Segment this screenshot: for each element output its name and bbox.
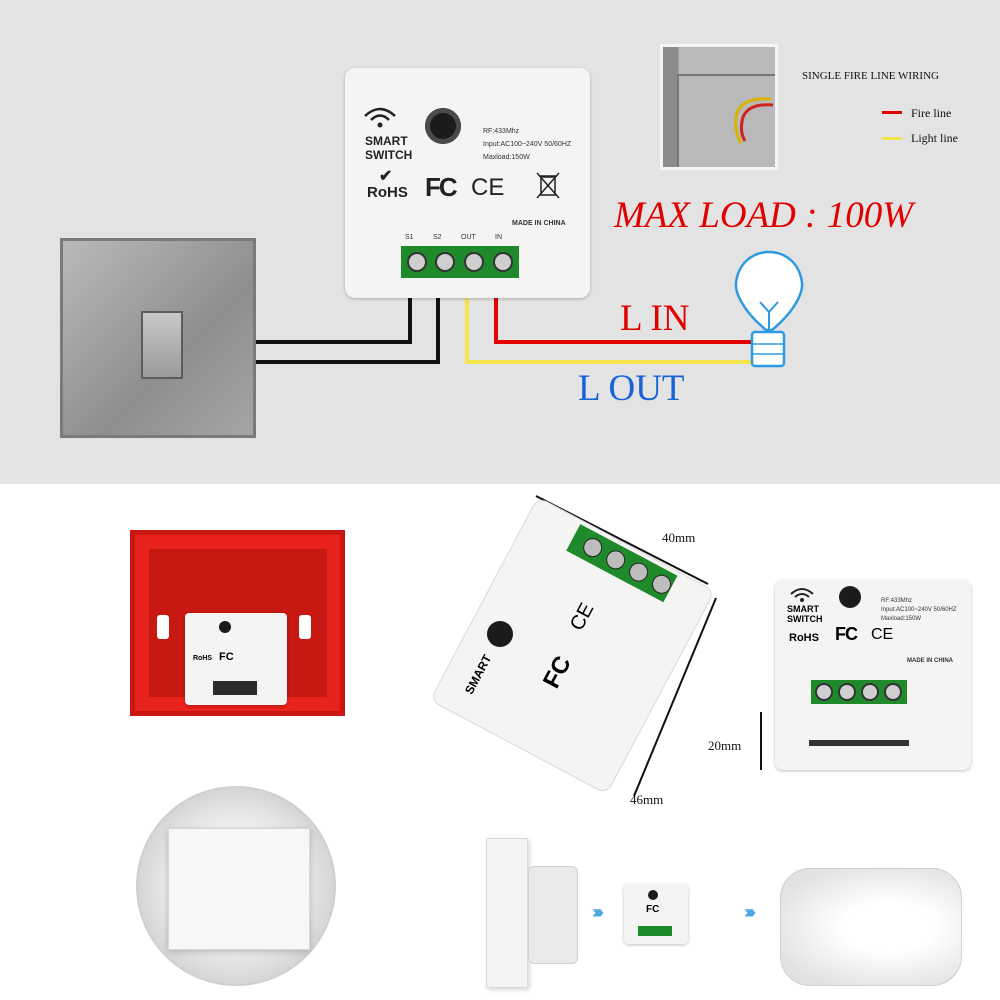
- spec-maxload: Maxload:150W: [483, 154, 530, 161]
- made-in-label: MADE IN CHINA: [512, 220, 566, 227]
- dim-width-label: 40mm: [662, 530, 696, 545]
- weee-bin-icon: [536, 172, 560, 199]
- legend-fire-label: Fire line: [911, 106, 952, 120]
- l-out-label: L OUT: [578, 368, 685, 409]
- dim-height-line: [760, 712, 762, 770]
- front-name-line2: SWITCH: [787, 614, 823, 624]
- rohs-label: RoHS: [367, 184, 408, 201]
- front-rohs-label: RoHS: [789, 632, 819, 644]
- wifi-icon: [364, 107, 396, 128]
- mount-hole-right: [299, 615, 311, 639]
- arrow-icon: ››››: [592, 902, 604, 922]
- wire-photo: [677, 74, 775, 167]
- smart-switch-module-small: FC RoHS: [185, 613, 287, 705]
- front-vent-slot: [809, 740, 909, 746]
- terminal-block-small: [213, 681, 257, 695]
- install-terminal-block: [638, 926, 672, 936]
- front-terminal-block: [811, 680, 907, 704]
- legend-fire-swatch: [882, 111, 902, 114]
- front-spec-rf: RF:433Mhz: [881, 598, 913, 604]
- front-spec-input: Input:AC100~240V 50/60HZ: [881, 607, 957, 613]
- cover-plate: [168, 828, 310, 950]
- dim-length-label: 46mm: [630, 792, 664, 807]
- install-module: FC: [624, 884, 688, 944]
- l-in-label: L IN: [620, 298, 690, 339]
- fc-label-small: FC: [219, 651, 234, 663]
- module-button-front: [839, 586, 861, 608]
- fc-label: FC: [425, 172, 458, 202]
- front-name-line1: SMART: [787, 604, 819, 614]
- smart-switch-module: SMART SWITCH RF:433Mhz Input:AC100~240V …: [345, 68, 590, 298]
- terminal-label-out: OUT: [461, 234, 476, 241]
- module-button-angled: [487, 621, 513, 647]
- front-spec-maxload: Maxload:150W: [881, 616, 922, 622]
- legend-light-swatch: [882, 137, 902, 140]
- install-fc-label: FC: [646, 904, 660, 915]
- front-ce-label: CE: [871, 626, 894, 643]
- legend-light-label: Light line: [911, 131, 958, 145]
- red-junction-box: FC RoHS: [130, 530, 345, 716]
- smart-switch-module-front: SMART SWITCH RF:433Mhz Input:AC100~240V …: [775, 580, 971, 770]
- max-load-label: MAX LOAD : 100W: [614, 195, 914, 236]
- wifi-icon-front: [790, 588, 814, 602]
- rohs-label-small: RoHS: [193, 655, 213, 662]
- arrow-icon-2: ››››: [744, 902, 756, 922]
- module-name-line1: SMART: [365, 134, 408, 148]
- rohs-check-icon: ✔: [379, 168, 393, 185]
- terminal-label-s2: S2: [433, 234, 442, 241]
- install-module-button: [648, 890, 658, 900]
- wiring-inset: [660, 44, 778, 170]
- front-fc-label: FC: [835, 624, 858, 644]
- module-button: [425, 108, 461, 144]
- ce-label: CE: [471, 174, 505, 201]
- wiring-title: SINGLE FIRE LINE WIRING: [802, 70, 939, 82]
- module-button-small: [219, 621, 231, 633]
- install-back-box: [780, 868, 962, 986]
- front-made-in-label: MADE IN CHINA: [907, 658, 953, 664]
- dim-height-label: 20mm: [708, 738, 742, 753]
- round-back-box: [136, 786, 336, 986]
- bulb-icon: [734, 250, 804, 368]
- angled-module-figure: [433, 495, 717, 797]
- terminal-label-s1: S1: [405, 234, 414, 241]
- mount-hole-left: [157, 615, 169, 639]
- terminal-block: [401, 246, 519, 278]
- install-switch-back: [528, 866, 578, 964]
- spec-input: Input:AC100~240V 50/60HZ: [483, 141, 572, 148]
- install-wall-switch: [486, 838, 528, 988]
- spec-rf: RF:433Mhz: [483, 128, 520, 135]
- wall-switch: [60, 238, 256, 438]
- switch-rocker: [141, 311, 183, 379]
- terminal-label-in: IN: [495, 234, 502, 241]
- module-name-line2: SWITCH: [365, 148, 413, 162]
